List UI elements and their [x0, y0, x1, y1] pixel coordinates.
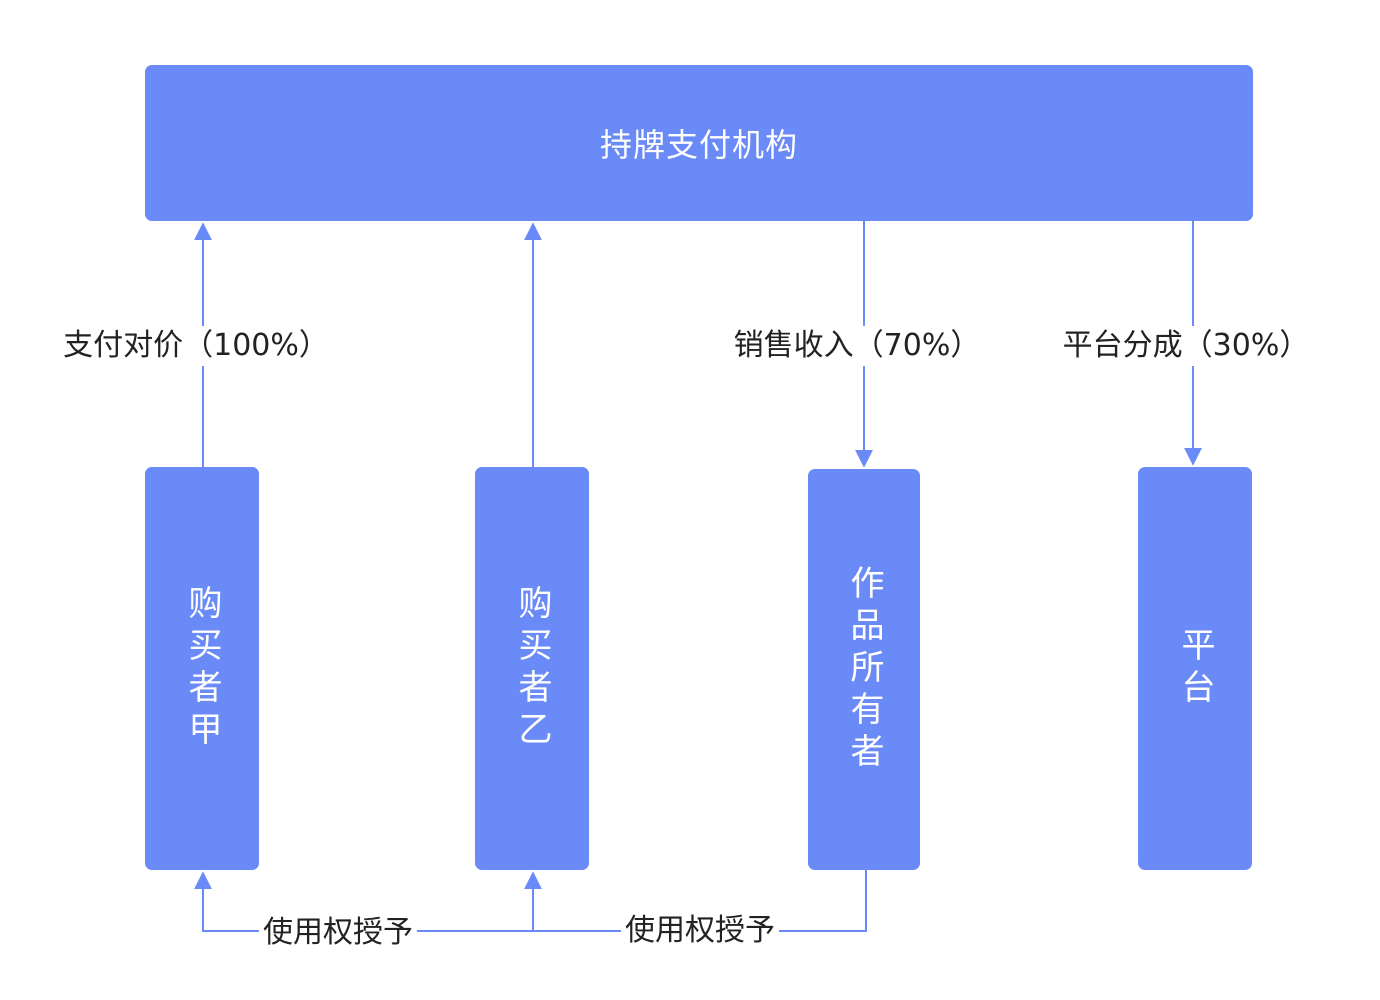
node-buyer-b: 购买者乙	[475, 467, 589, 870]
node-payment-institution: 持牌支付机构	[145, 65, 1253, 221]
edge-grant-to-buyer-a	[194, 871, 533, 932]
node-work-owner-label: 作品所有者	[844, 564, 884, 775]
node-work-owner: 作品所有者	[808, 469, 920, 870]
node-buyer-a-label: 购买者甲	[182, 584, 222, 753]
node-buyer-a: 购买者甲	[145, 467, 259, 870]
node-platform: 平台	[1138, 467, 1252, 870]
edge-label-platform-share: 平台分成（30%）	[1058, 326, 1314, 366]
node-buyer-b-label: 购买者乙	[512, 584, 552, 753]
edge-label-payment: 支付对价（100%）	[59, 326, 333, 366]
edge-label-grant-right-1: 使用权授予	[259, 913, 417, 953]
node-payment-institution-label: 持牌支付机构	[599, 126, 798, 164]
edge-label-grant-right-2: 使用权授予	[621, 911, 779, 951]
node-platform-label: 平台	[1175, 626, 1215, 711]
edge-label-sales-income: 销售收入（70%）	[729, 326, 985, 366]
